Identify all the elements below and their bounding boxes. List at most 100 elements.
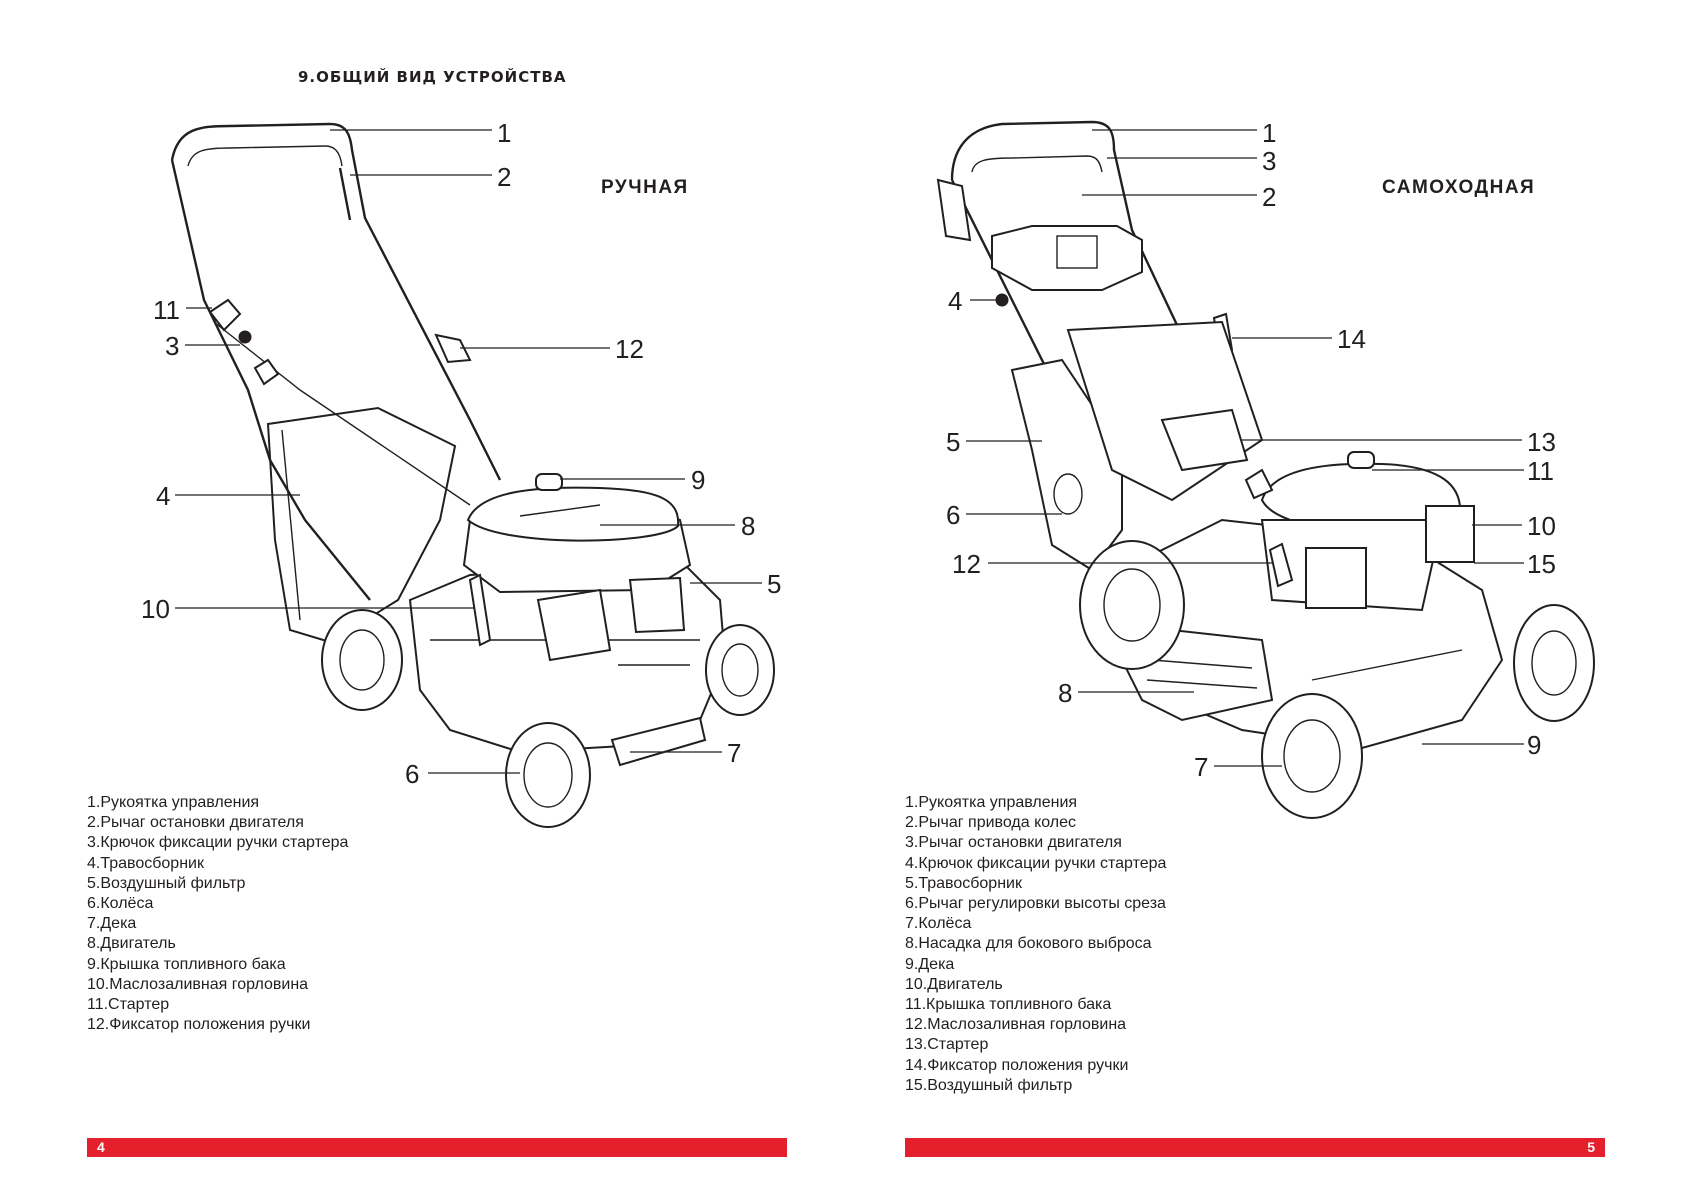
handle-grip-left xyxy=(936,178,972,242)
callout-8: 8 xyxy=(741,511,755,541)
engine-housing xyxy=(1305,547,1367,609)
starter-handle xyxy=(208,298,242,332)
manual-mower-drawing: 1 2 11 3 12 4 9 8 5 10 7 6 xyxy=(141,118,781,828)
engine-fins xyxy=(519,504,601,517)
callout-12: 12 xyxy=(615,334,644,364)
control-panel xyxy=(1056,235,1098,269)
callout-6: 6 xyxy=(946,500,960,530)
handle-left-bar xyxy=(170,159,371,601)
handle-outline xyxy=(950,120,1224,421)
legend-item: 1.Рукоятка управления xyxy=(87,794,260,811)
legend-item: 10.Двигатель xyxy=(905,975,1003,993)
legend-item: 1.Рукоятка управления xyxy=(905,794,1078,811)
control-box xyxy=(991,225,1143,291)
drive-lever xyxy=(971,155,1103,173)
callout-9: 9 xyxy=(691,465,705,495)
callout-1: 1 xyxy=(1262,118,1276,148)
right-page: САМОХОДНАЯ xyxy=(842,0,1684,1191)
legend-item: 14.Фиксатор положения ручки xyxy=(905,1056,1129,1074)
callout-5: 5 xyxy=(767,569,781,599)
starter-handle xyxy=(1244,468,1274,500)
callout-3: 3 xyxy=(1262,146,1276,176)
callout-11: 11 xyxy=(153,295,180,325)
wheel-rear-right xyxy=(705,624,775,716)
wheel-rear-left-hub xyxy=(339,629,385,691)
callout-2: 2 xyxy=(497,162,511,192)
starter-hook xyxy=(238,330,252,344)
footer-bar-left: 4 xyxy=(87,1138,787,1157)
callout-7: 7 xyxy=(1194,752,1208,782)
wheel-rear-left-hub xyxy=(1103,568,1161,642)
deck-front xyxy=(610,716,707,767)
legend-item: 4.Крючок фиксации ручки стартера xyxy=(905,854,1167,872)
callout-15: 15 xyxy=(1527,549,1556,579)
deck-line xyxy=(1311,649,1463,681)
air-filter xyxy=(1425,505,1475,563)
left-page: 9.ОБЩИЙ ВИД УСТРОЙСТВА РУЧНАЯ xyxy=(87,68,787,1157)
legend-item: 10.Маслозаливная горловина xyxy=(87,975,309,993)
legend-item: 13.Стартер xyxy=(905,1036,989,1054)
wheel-rear-right-hub xyxy=(1531,630,1577,696)
legend-item: 8.Двигатель xyxy=(87,935,176,953)
stop-lever xyxy=(338,167,352,221)
legend-manual: 1.Рукоятка управления 2.Рычаг остановки … xyxy=(87,793,348,1035)
handle-cable xyxy=(213,321,471,506)
air-filter xyxy=(628,576,686,634)
handle-inner-bar xyxy=(187,145,343,167)
height-adjust-lever xyxy=(1053,473,1083,515)
fuel-cap xyxy=(535,473,563,491)
fuel-cap xyxy=(1347,451,1375,469)
legend-item: 8.Насадка для бокового выброса xyxy=(905,935,1152,953)
wheel-rear-right-hub xyxy=(721,643,759,697)
wheel-rear-left xyxy=(321,609,403,711)
callout-1: 1 xyxy=(497,118,511,148)
legend-item: 2.Рычаг привода колес xyxy=(905,814,1077,832)
oil-filler xyxy=(1268,542,1294,588)
rear-guard-panel xyxy=(1160,408,1249,472)
legend-item: 12.Фиксатор положения ручки xyxy=(87,1016,311,1034)
callout-2: 2 xyxy=(1262,182,1276,212)
page-number-right: 5 xyxy=(1587,1139,1595,1155)
legend-item: 6.Колёса xyxy=(87,895,154,913)
starter-hook xyxy=(995,293,1009,307)
legend-item: 4.Травосборник xyxy=(87,854,204,872)
engine-cover xyxy=(466,486,680,542)
legend-item: 11.Крышка топливного бака xyxy=(905,996,1112,1014)
callout-5: 5 xyxy=(946,427,960,457)
legend-item: 3.Крючок фиксации ручки стартера xyxy=(87,834,349,852)
callout-8: 8 xyxy=(1058,678,1072,708)
self-propelled-mower-drawing: 1 3 2 4 14 5 13 11 6 10 12 15 8 9 7 xyxy=(936,118,1595,819)
handle-lock xyxy=(434,333,472,364)
footer-bar-right: 5 xyxy=(905,1138,1605,1157)
callout-3: 3 xyxy=(165,331,179,361)
side-discharge-grill xyxy=(1146,659,1258,689)
legend-self-propelled: 1.Рукоятка управления 2.Рычаг привода ко… xyxy=(905,793,1166,1096)
callout-9: 9 xyxy=(1527,730,1541,760)
legend-item: 6.Рычаг регулировки высоты среза xyxy=(905,895,1166,913)
section-title: 9.ОБЩИЙ ВИД УСТРОЙСТВА xyxy=(298,68,567,86)
legend-item: 15.Воздушный фильтр xyxy=(905,1076,1073,1094)
callout-10: 10 xyxy=(141,594,170,624)
wheel-front-left-hub xyxy=(1283,719,1341,793)
callout-4: 4 xyxy=(156,481,170,511)
handle-outline xyxy=(170,122,502,481)
legend-item: 5.Травосборник xyxy=(905,874,1022,892)
handle-knob-left xyxy=(253,358,280,386)
callout-14: 14 xyxy=(1337,324,1366,354)
wheel-front-left xyxy=(1261,693,1363,819)
wheel-front-left-hub xyxy=(523,742,573,808)
variant-label-manual: РУЧНАЯ xyxy=(601,177,689,198)
wheel-front-left xyxy=(505,722,591,828)
legend-item: 3.Рычаг остановки двигателя xyxy=(905,834,1122,852)
legend-item: 2.Рычаг остановки двигателя xyxy=(87,814,304,832)
grass-bag-edge xyxy=(281,429,301,621)
legend-item: 7.Колёса xyxy=(905,915,972,933)
legend-item: 7.Дека xyxy=(87,915,137,933)
legend-item: 5.Воздушный фильтр xyxy=(87,874,246,892)
page-number-left: 4 xyxy=(97,1139,105,1155)
legend-item: 11.Стартер xyxy=(87,996,170,1014)
callout-10: 10 xyxy=(1527,511,1556,541)
wheel-rear-right xyxy=(1513,604,1595,722)
grass-bag-shape xyxy=(266,406,457,644)
callout-13: 13 xyxy=(1527,427,1556,457)
